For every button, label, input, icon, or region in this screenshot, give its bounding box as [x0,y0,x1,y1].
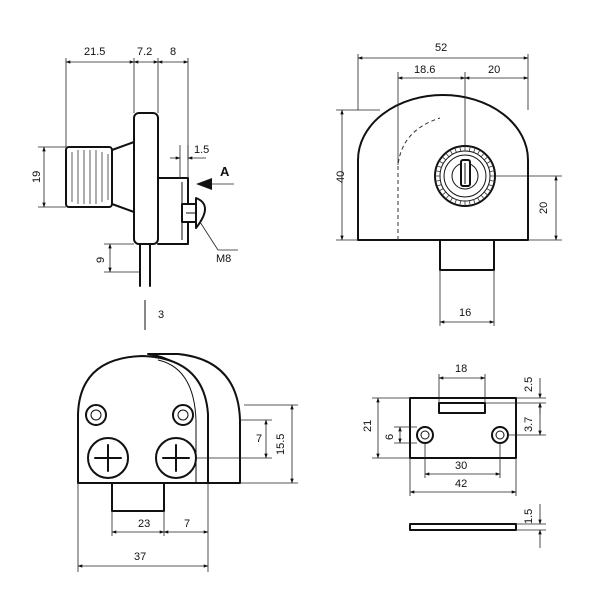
dim-plate-width: 42 [455,478,467,490]
rear-tab [111,482,165,512]
knurl-tick [449,149,453,155]
dim-slot-width: 18 [455,363,467,375]
knurl-tick [483,156,489,161]
knurl-tick [441,191,447,196]
bolt-head [195,197,206,229]
stub-fragment-label: 3 [158,309,164,321]
knurl-ticks [435,146,495,206]
knurl-tick [477,149,481,155]
knurl-tick [454,199,457,205]
knurl-tick [468,200,471,206]
side-view: 21.5 7.2 8 1.5 A 19 9 M8 3 [31,46,238,330]
dim-right-offset: 20 [488,64,500,76]
knurl-tick [436,165,442,168]
bracket-hole-right [491,426,509,444]
dim-cylinder-height: 20 [538,202,550,214]
knurl-tick [473,147,476,153]
knurl-tick [436,184,442,187]
small-screw-left [85,404,107,426]
dim-rear-overall-width: 37 [134,551,146,563]
knurl-tick [480,194,485,200]
dim-hole-spacing: 30 [455,460,467,472]
knurl-tick [489,170,495,173]
dim-head-height: 19 [31,171,43,183]
dim-overall-height: 40 [335,171,347,183]
knurl-tick [483,191,489,196]
dim-rear-edge-offset: 7 [184,518,190,530]
bracket-hole-left [416,426,434,444]
knurl-tick [449,197,453,203]
dim-clearance: 1.5 [194,144,209,156]
dim-rear-tab-width: 23 [138,518,150,530]
dim-slot-offset: 3.7 [523,417,535,432]
knurl-tick [435,179,441,182]
dim-rear-screw-offset: 7 [256,433,262,445]
dim-cylinder-offset: 18.6 [414,64,435,76]
front-tab [439,239,495,271]
knurl-tick [477,197,481,203]
knurl-tick [473,199,476,205]
front-view: 52 18.6 20 40 20 16 [335,42,562,326]
knurl-tick [488,184,494,187]
knurl-tick [445,194,450,200]
dim-plate-thickness: 1.5 [523,509,535,524]
dim-plate-height: 21 [362,420,374,432]
knurl-tick [438,188,444,192]
dim-stem-offset: 9 [95,257,107,263]
view-marker-label: A [220,164,230,179]
knurl-tick [438,160,444,164]
dim-top-margin: 2.5 [523,377,535,392]
dim-tab-width: 16 [459,307,471,319]
dim-head-length: 21.5 [84,46,105,58]
dim-bracket-depth: 8 [170,46,176,58]
dim-flange-gap: 7.2 [137,46,152,58]
knurl-tick [486,160,492,164]
thread-label: M8 [216,253,231,265]
knurled-head [65,146,113,208]
dim-hole-offset: 6 [384,434,396,440]
knurl-tick [445,152,450,158]
dim-overall-width: 52 [435,42,447,54]
knurl-tick [489,179,495,182]
knurl-tick [459,146,462,152]
knurl-tick [488,165,494,168]
flange-plate [133,112,159,245]
knurl-lines [71,150,109,204]
knurl-tick [441,156,447,161]
knurl-tick [468,146,471,152]
plate-edge-view [409,523,517,531]
knurl-tick [459,200,462,206]
bracket-view: 18 21 6 2.5 3.7 30 42 1.5 [362,363,546,548]
dim-rear-screw-height: 15.5 [275,434,287,455]
knurl-tick [486,188,492,192]
small-screw-right [172,404,194,426]
rear-view: 23 7 37 7 15.5 [77,353,298,572]
knurl-tick [435,170,441,173]
knurl-tick [480,152,485,158]
knurl-tick [454,147,457,153]
bracket-slot [438,402,486,414]
